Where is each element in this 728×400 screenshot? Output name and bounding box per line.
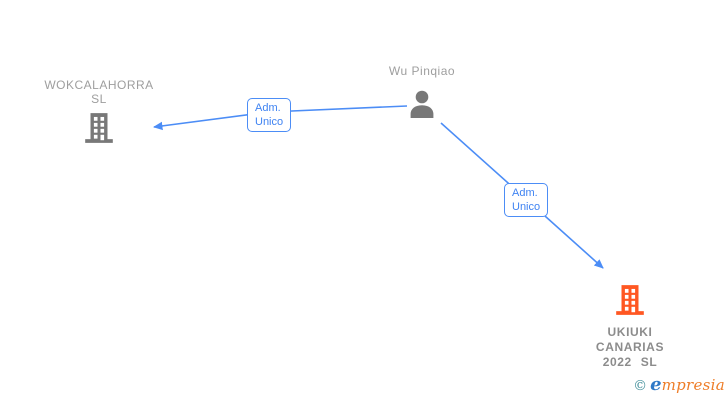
company-node-ukiuki-canarias[interactable]: UKIUKI CANARIAS 2022 SL — [570, 283, 690, 370]
company-name-line: 2022 SL — [602, 355, 658, 369]
company-name-line: CANARIAS — [595, 340, 665, 354]
edge-label-line: Adm. — [512, 187, 538, 199]
empresia-watermark-logo[interactable]: ©empresia — [633, 375, 725, 396]
person-name: Wu Pinqiao — [388, 64, 456, 78]
brand-initial: e — [650, 374, 662, 395]
edge-label-adm-unico-ukiuki[interactable]: Adm. Unico — [504, 183, 548, 217]
person-node-wu-pinqiao[interactable]: Wu Pinqiao — [362, 64, 482, 125]
building-icon — [613, 283, 647, 317]
edge-label-line: Unico — [255, 116, 284, 128]
building-icon — [82, 111, 116, 145]
copyright-icon: © — [633, 378, 648, 394]
edge-label-adm-unico-wokcalahorra[interactable]: Adm. Unico — [247, 98, 291, 132]
company-node-wokcalahorra[interactable]: WOKCALAHORRA SL — [24, 78, 174, 150]
brand-name-rest: mpresia — [661, 376, 725, 394]
company-name-line: SL — [91, 92, 107, 106]
company-name-line: UKIUKI — [607, 325, 653, 339]
company-name-line: WOKCALAHORRA — [44, 78, 154, 92]
edge-label-line: Adm. — [255, 102, 281, 114]
edge-label-line: Unico — [512, 201, 541, 213]
person-icon — [406, 88, 438, 120]
